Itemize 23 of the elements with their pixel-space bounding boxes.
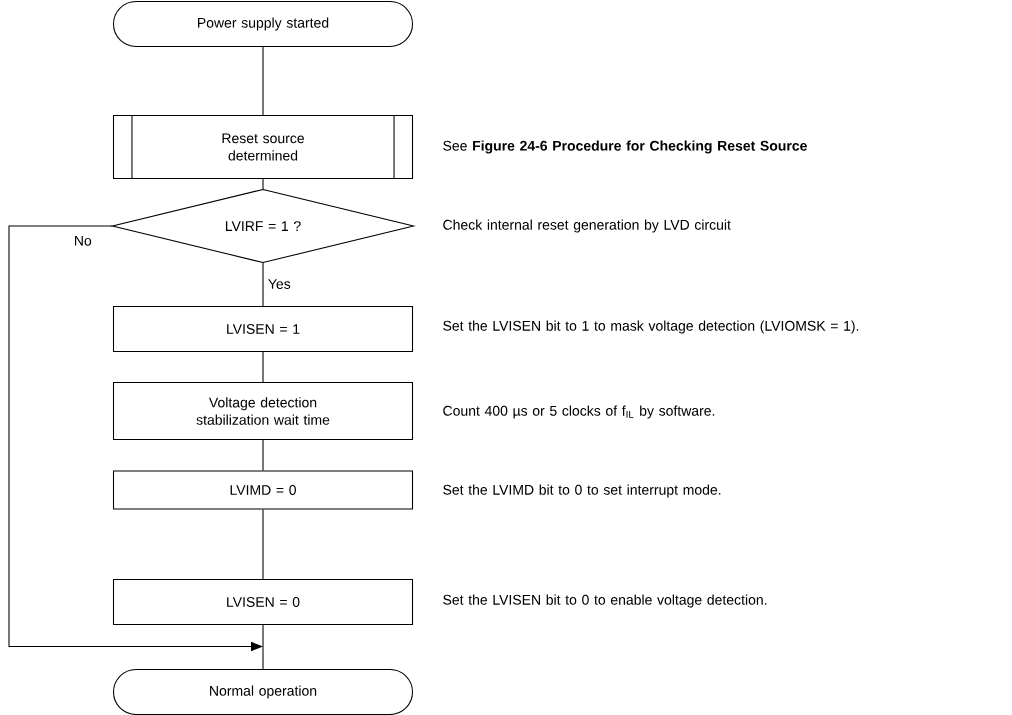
note-text: Set the LVISEN bit to 1 to mask voltage detection (LVIOMSK = 1). (443, 320, 859, 334)
note-text: Count 400 µs or 5 clocks of f$_{IL}$ by software. (443, 405, 715, 419)
note-text: See Figure 24-6 Procedure for Checking Reset Source (443, 140, 807, 154)
edge-label: Yes (266, 277, 293, 291)
connector (262, 46, 264, 116)
connector (262, 509, 264, 580)
connector (8, 225, 263, 652)
terminal-box: Normal operation (112, 668, 414, 715)
process-box: Voltage detection stabilization wait time (112, 381, 414, 441)
connector (262, 624, 264, 670)
terminal-box: Power supply started (112, 0, 414, 48)
process-box: LVIMD = 0 (112, 470, 414, 510)
connector (262, 262, 264, 307)
connector (262, 351, 264, 383)
note-text: Set the LVIMD bit to 0 to set interrupt mode. (443, 484, 721, 498)
process-box: LVISEN = 1 (112, 305, 414, 353)
edge-label: No (72, 234, 94, 247)
process-box: LVISEN = 0 (112, 578, 414, 626)
connector (262, 439, 264, 471)
process-box: Reset source determined (112, 114, 414, 180)
note-text: Check internal reset generation by LVD circuit (443, 219, 731, 233)
connector (262, 178, 264, 190)
note-text: Set the LVISEN bit to 0 to enable voltage detection. (443, 594, 767, 608)
